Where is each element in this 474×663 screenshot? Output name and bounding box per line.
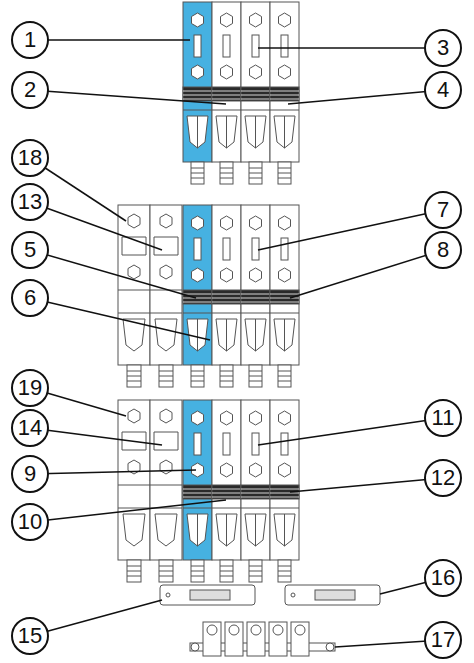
- leader-line: [258, 210, 443, 250]
- terminal-screw: [273, 625, 283, 635]
- breaker-module: [241, 205, 270, 387]
- callout-number: 6: [24, 287, 36, 309]
- leader-line: [30, 90, 226, 104]
- leader-line: [30, 600, 162, 636]
- blue-module: [183, 400, 212, 582]
- breaker-group: [118, 400, 299, 582]
- callout-circle: 1: [11, 21, 49, 59]
- callout-number: 12: [431, 467, 455, 489]
- callout-circle: 7: [424, 191, 462, 229]
- blue-module: [183, 2, 212, 184]
- breaker-group: [183, 2, 299, 184]
- label-plates: [160, 585, 380, 605]
- leader-line: [30, 500, 226, 522]
- callout-number: 14: [18, 417, 42, 439]
- busbar-terminal: [225, 622, 243, 656]
- rail-screw: [191, 643, 199, 651]
- busbar-terminal: [291, 622, 309, 656]
- callout-number: 18: [18, 147, 42, 169]
- leader-lines: [30, 40, 443, 647]
- busbar-terminal: [269, 622, 287, 656]
- callout-number: 9: [24, 463, 36, 485]
- aux-module: [118, 400, 150, 582]
- callout-number: 19: [18, 377, 42, 399]
- terminal-screw: [295, 625, 305, 635]
- busbar-terminal: [203, 622, 221, 656]
- callout-number: 7: [437, 199, 449, 221]
- leader-line: [290, 478, 443, 492]
- aux-module: [150, 400, 182, 582]
- leader-line: [258, 47, 443, 49]
- leader-line: [30, 298, 210, 340]
- callout-number: 5: [24, 239, 36, 261]
- breaker-module: [212, 400, 241, 582]
- callout-circle: 14: [11, 409, 49, 447]
- leader-line: [30, 428, 162, 445]
- leader-line: [30, 470, 196, 474]
- breaker-module: [270, 2, 299, 184]
- callout-circle: 18: [11, 139, 49, 177]
- rail-screw: [326, 643, 334, 651]
- terminal-screw: [207, 625, 217, 635]
- label-plate: [160, 585, 255, 605]
- callout-number: 10: [18, 511, 42, 533]
- callout-circle: 16: [424, 559, 462, 597]
- callout-number: 13: [18, 191, 42, 213]
- plate-hole: [166, 593, 170, 597]
- plate-window: [190, 590, 230, 600]
- callout-circle: 11: [424, 399, 462, 437]
- callout-circle: 17: [424, 621, 462, 659]
- leader-line: [288, 90, 443, 104]
- callout-circle: 4: [424, 71, 462, 109]
- breaker-module: [212, 2, 241, 184]
- leader-line: [30, 39, 190, 41]
- callout-circle: 19: [11, 369, 49, 407]
- label-plate: [285, 585, 380, 605]
- callout-number: 16: [431, 567, 455, 589]
- leader-line: [30, 202, 162, 250]
- leader-line: [30, 250, 196, 298]
- callout-number: 17: [431, 629, 455, 651]
- plate-window: [315, 590, 355, 600]
- breaker-module: [212, 205, 241, 387]
- callout-number: 2: [24, 79, 36, 101]
- terminal-screw: [229, 625, 239, 635]
- callout-circle: 12: [424, 459, 462, 497]
- callout-circle: 8: [424, 231, 462, 269]
- callout-number: 1: [24, 29, 36, 51]
- busbar-terminal: [247, 622, 265, 656]
- plate-hole: [291, 593, 295, 597]
- leader-line: [290, 250, 443, 298]
- callout-circle: 2: [11, 71, 49, 109]
- callout-number: 3: [437, 37, 449, 59]
- callout-circle: 13: [11, 183, 49, 221]
- terminal-screw: [251, 625, 261, 635]
- breaker-module: [241, 2, 270, 184]
- callout-number: 15: [18, 625, 42, 647]
- callout-circle: 10: [11, 503, 49, 541]
- aux-module: [118, 205, 150, 387]
- callout-circle: 9: [11, 455, 49, 493]
- aux-module: [150, 205, 182, 387]
- breaker-group: [118, 205, 299, 387]
- callout-circle: 6: [11, 279, 49, 317]
- callout-circle: 5: [11, 231, 49, 269]
- callout-number: 4: [437, 79, 449, 101]
- callout-circle: 15: [11, 617, 49, 655]
- callout-number: 11: [432, 407, 455, 429]
- callout-circle: 3: [424, 29, 462, 67]
- busbar: [190, 622, 335, 656]
- callout-number: 8: [437, 239, 449, 261]
- breaker-module: [241, 400, 270, 582]
- leader-line: [258, 418, 443, 445]
